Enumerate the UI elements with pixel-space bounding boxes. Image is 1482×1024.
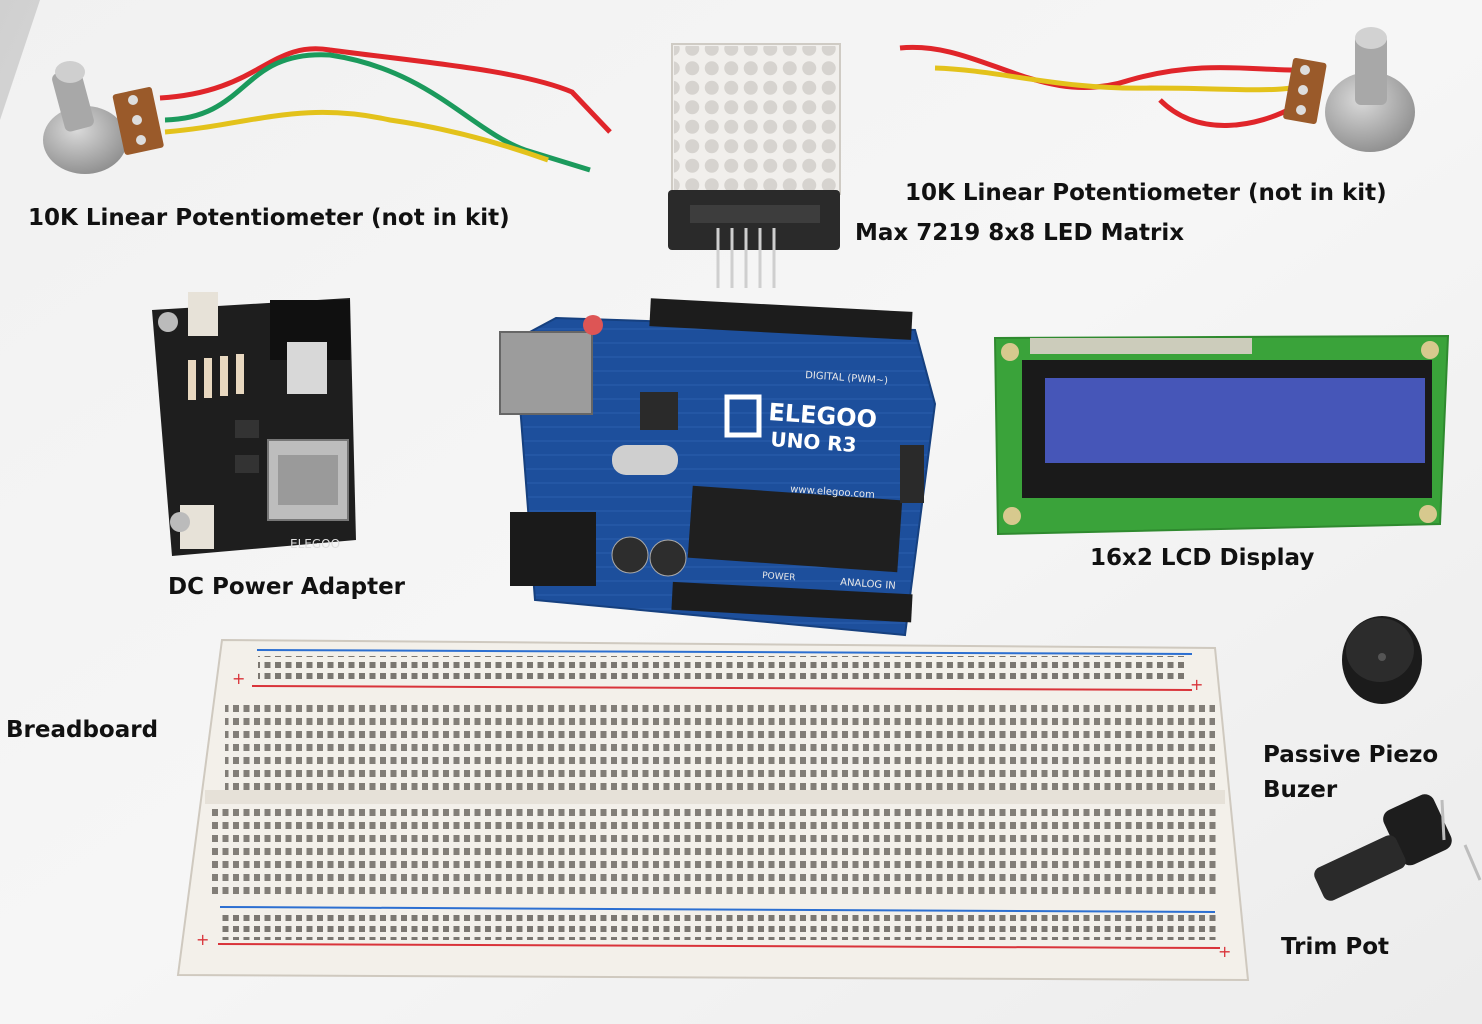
- label-led-matrix: Max 7219 8x8 LED Matrix: [855, 220, 1185, 246]
- label-dc-power-adapter: DC Power Adapter: [168, 574, 406, 600]
- led-matrix: [668, 43, 841, 288]
- label-lcd-display: 16x2 LCD Display: [1090, 545, 1315, 571]
- svg-text:+: +: [232, 669, 245, 688]
- lcd-display: [993, 334, 1450, 536]
- potentiometer-left: [43, 46, 612, 174]
- svg-text:+: +: [1190, 675, 1203, 694]
- analog-header-text: ANALOG IN: [840, 577, 896, 592]
- piezo-buzzer: [1342, 616, 1422, 704]
- label-potentiometer-left: 10K Linear Potentiometer (not in kit): [28, 205, 510, 231]
- label-piezo-buzzer-line1: Passive Piezo: [1263, 742, 1439, 768]
- label-piezo-buzzer-line2: Buzer: [1263, 777, 1338, 803]
- label-potentiometer-right: 10K Linear Potentiometer (not in kit): [905, 180, 1387, 206]
- breadboard: + + + +: [176, 638, 1250, 982]
- adapter-brand-text: ELEGOO: [290, 537, 340, 551]
- svg-text:+: +: [196, 930, 209, 949]
- trim-pot: [1314, 794, 1482, 901]
- label-breadboard: Breadboard: [6, 717, 159, 743]
- power-header-text: POWER: [762, 571, 796, 583]
- dc-power-adapter: ELEGOO: [152, 292, 356, 556]
- arduino-uno-board: ELEGOO UNO R3 www.elegoo.com DIGITAL (PW…: [499, 298, 937, 637]
- label-trim-pot: Trim Pot: [1281, 934, 1390, 960]
- potentiometer-right: [899, 27, 1415, 152]
- svg-text:+: +: [1218, 942, 1231, 961]
